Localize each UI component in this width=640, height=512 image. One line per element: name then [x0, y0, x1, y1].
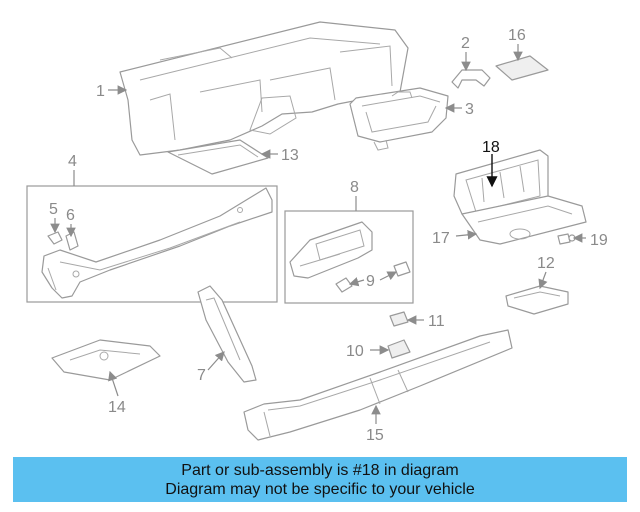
callout-12: 12 — [537, 255, 555, 272]
callout-6: 6 — [66, 207, 75, 224]
part-5-clip — [47, 231, 63, 245]
callout-15: 15 — [366, 427, 384, 444]
part-16-cover-plate — [495, 55, 549, 81]
part-14-bottom-bracket — [51, 339, 161, 381]
parts-diagram: 1 2 16 3 13 4 5 6 8 9 18 17 19 12 11 10 … — [26, 21, 608, 444]
banner-line-1: Part or sub-assembly is #18 in diagram — [181, 461, 459, 479]
part-19-fastener — [557, 233, 576, 245]
callout-1: 1 — [96, 83, 105, 100]
part-11-switch — [389, 311, 409, 327]
group-box-4 — [26, 185, 278, 303]
callout-16: 16 — [508, 27, 526, 44]
callout-3: 3 — [465, 101, 474, 118]
callout-11: 11 — [428, 313, 445, 330]
part-6-clip — [65, 231, 79, 251]
callout-8: 8 — [350, 179, 359, 196]
callout-7: 7 — [197, 367, 206, 384]
part-9-clip — [335, 261, 411, 293]
part-7-pillar-trim — [197, 285, 257, 383]
part-4-support-bracket — [41, 187, 273, 299]
part-17-glove-box-door — [461, 195, 587, 245]
part-1-instrument-panel — [119, 21, 409, 156]
callout-13: 13 — [281, 147, 299, 164]
callout-4: 4 — [68, 153, 77, 170]
part-15-console — [243, 329, 513, 441]
callout-5: 5 — [49, 201, 58, 218]
group-box-8 — [284, 210, 414, 304]
part-2-bracket — [451, 69, 491, 89]
banner-line-2: Diagram may not be specific to your vehi… — [165, 480, 475, 498]
callout-14: 14 — [108, 399, 126, 416]
callout-18-highlighted: 18 — [482, 139, 500, 156]
callout-2: 2 — [461, 35, 470, 52]
callout-10: 10 — [346, 343, 364, 360]
callout-19: 19 — [590, 232, 608, 249]
part-3-cluster-bezel — [349, 87, 449, 151]
callout-9: 9 — [366, 273, 375, 290]
part-8-control-bracket — [289, 221, 373, 279]
part-12-ashtray — [505, 285, 569, 315]
info-banner: Part or sub-assembly is #18 in diagram D… — [13, 457, 627, 502]
part-10-switch — [387, 339, 411, 359]
callout-17: 17 — [432, 230, 450, 247]
